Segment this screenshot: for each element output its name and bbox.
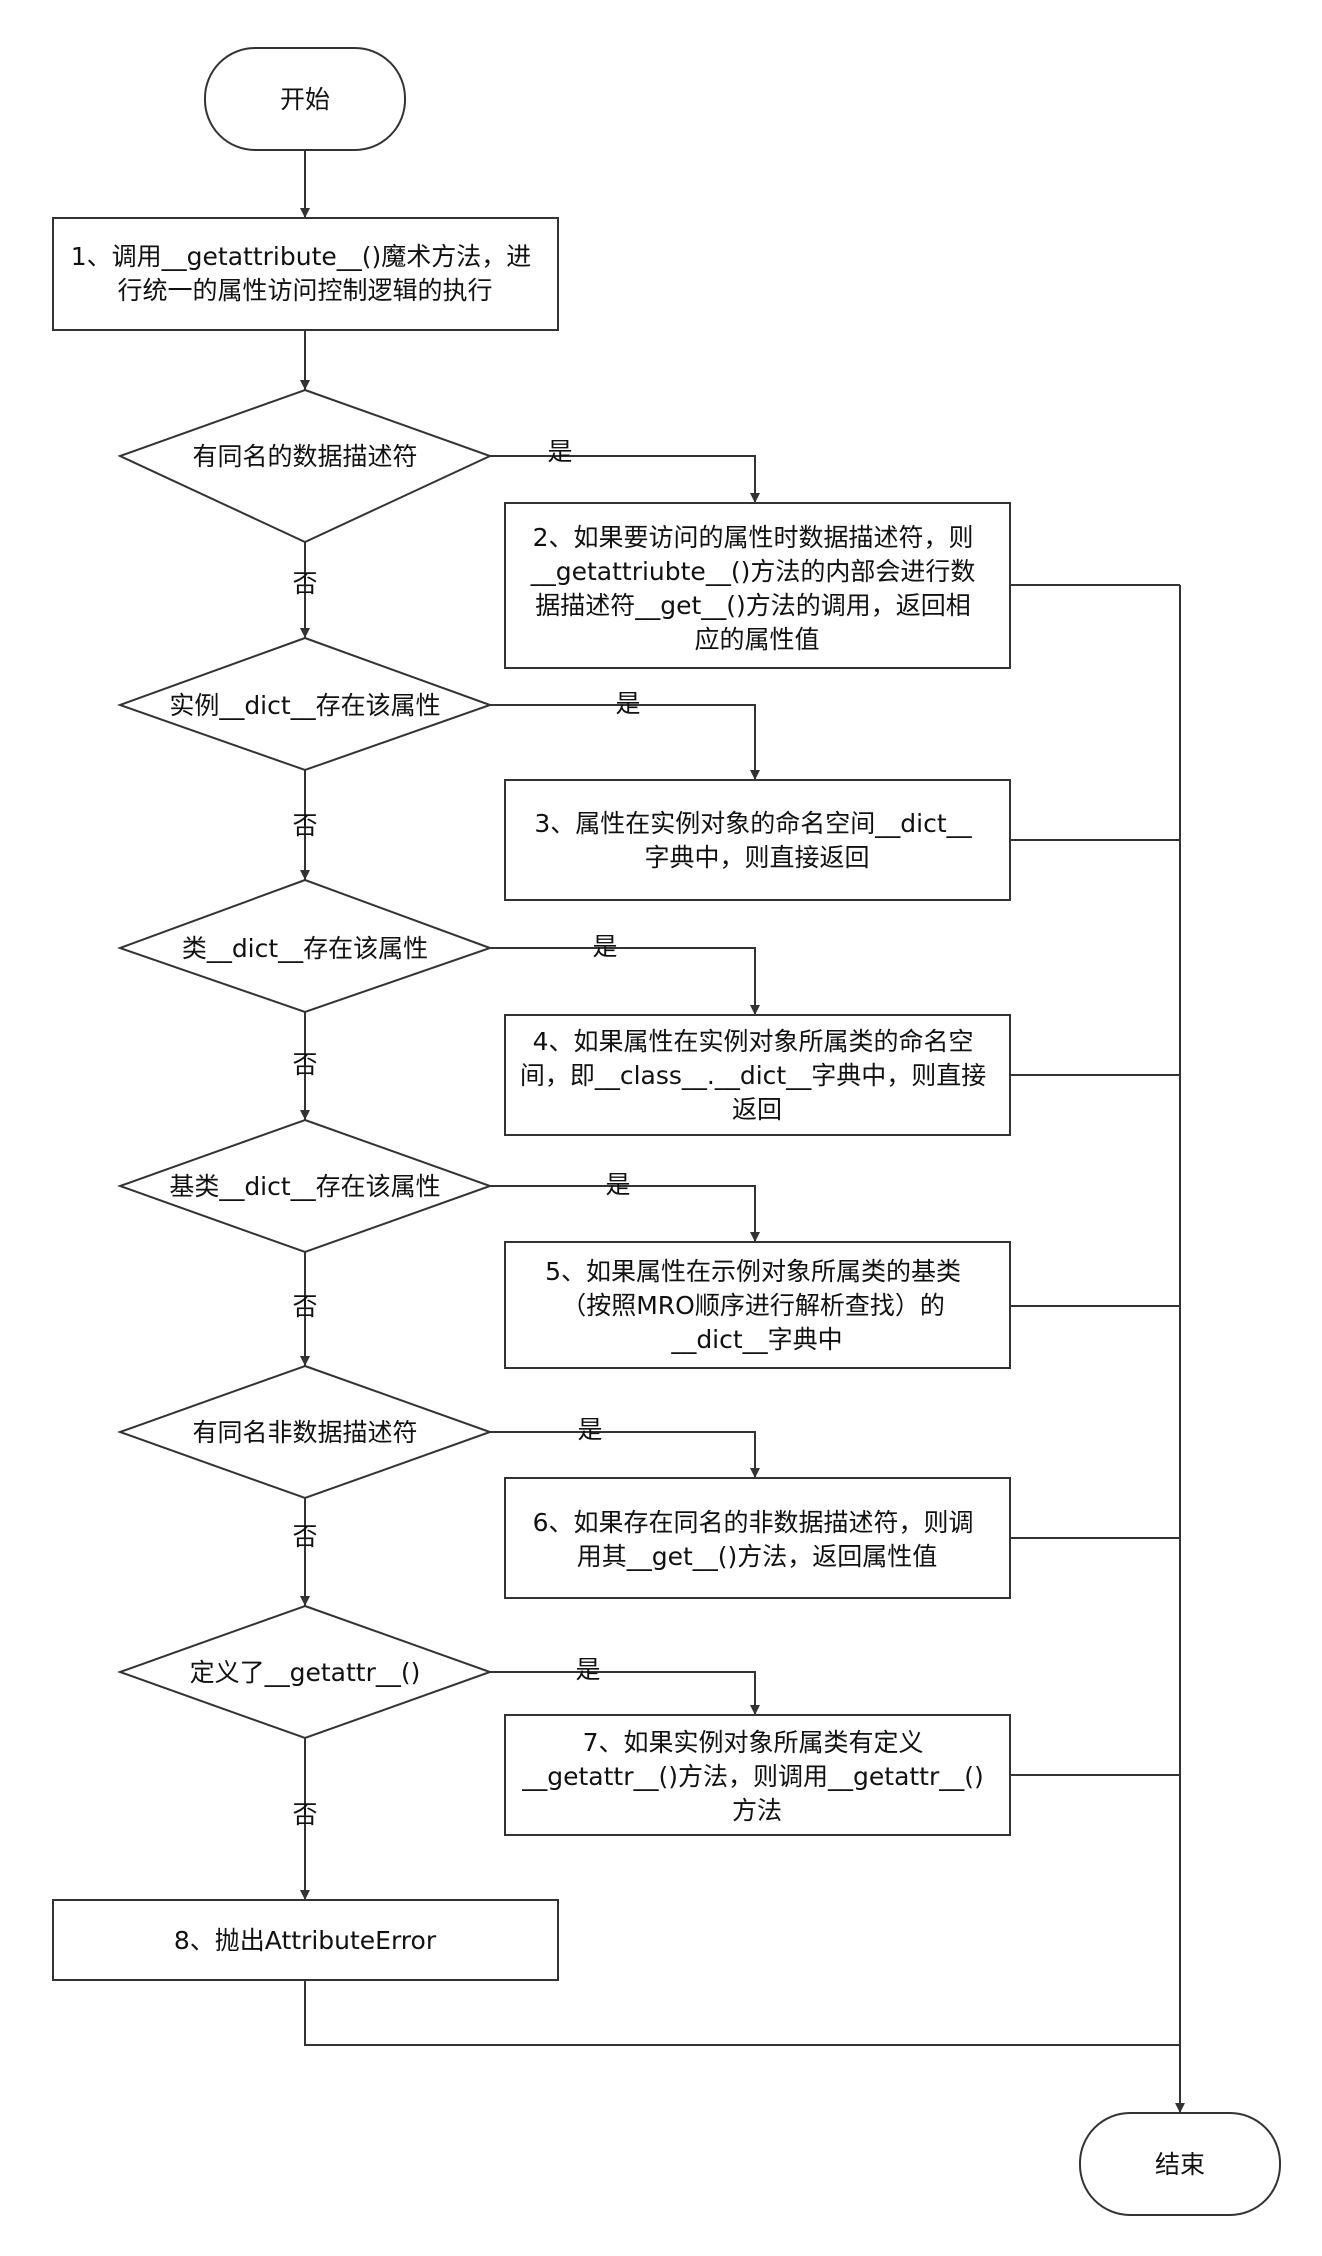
step2-box: 2、如果要访问的属性时数据描述符，则 __getattriubte__()方法的…: [504, 502, 1011, 669]
arrow-d1-yes: [490, 455, 760, 503]
arrow-d4-yes: [490, 1185, 760, 1242]
step4-text: 4、如果属性在实例对象所属类的命名空 间，即__class__.__dict__…: [520, 1027, 994, 1124]
arrow-d6-yes: [490, 1671, 760, 1715]
decision-1-label: 有同名的数据描述符: [192, 442, 417, 471]
step1-box: 1、调用__getattribute__()魔术方法，进 行统一的属性访问控制逻…: [52, 217, 559, 331]
arrow-d2-yes: [490, 704, 760, 780]
no-label-d2: 否: [292, 811, 317, 840]
step2-text: 2、如果要访问的属性时数据描述符，则 __getattriubte__()方法的…: [530, 523, 984, 654]
step4-box: 4、如果属性在实例对象所属类的命名空 间，即__class__.__dict__…: [504, 1014, 1011, 1136]
decision-2-label: 实例__dict__存在该属性: [169, 691, 440, 720]
decision-5: 有同名非数据描述符: [117, 1364, 493, 1500]
no-label-d6: 否: [292, 1800, 317, 1829]
end-node: 结束: [1079, 2112, 1281, 2216]
decision-3: 类__dict__存在该属性: [117, 878, 493, 1014]
yes-label-d2: 是: [615, 689, 640, 718]
step5-box: 5、如果属性在示例对象所属类的基类 （按照MRO顺序进行解析查找）的 __dic…: [504, 1241, 1011, 1369]
no-label-d1: 否: [292, 569, 317, 598]
step7-box: 7、如果实例对象所属类有定义 __getattr__()方法，则调用__geta…: [504, 1714, 1011, 1836]
decision-1: 有同名的数据描述符: [117, 388, 493, 544]
decision-4-label: 基类__dict__存在该属性: [169, 1172, 440, 1201]
edge-labels: 是 是 是 是 是 是 否 否 否 否 否 否: [292, 437, 640, 1829]
yes-label-d6: 是: [575, 1655, 600, 1684]
decision-6-label: 定义了__getattr__(): [190, 1658, 421, 1687]
decision-3-label: 类__dict__存在该属性: [182, 934, 428, 963]
yes-label-d1: 是: [547, 437, 572, 466]
decision-2: 实例__dict__存在该属性: [117, 636, 493, 772]
step8-box: 8、抛出AttributeError: [52, 1899, 559, 1981]
step7-text: 7、如果实例对象所属类有定义 __getattr__()方法，则调用__geta…: [521, 1728, 991, 1825]
connectors: [300, 150, 1185, 2113]
step1-text: 1、调用__getattribute__()魔术方法，进 行统一的属性访问控制逻…: [71, 242, 539, 305]
yes-label-d5: 是: [577, 1415, 602, 1444]
start-label: 开始: [280, 85, 330, 114]
start-node: 开始: [204, 47, 406, 151]
step6-text: 6、如果存在同名的非数据描述符，则调 用其__get__()方法，返回属性值: [533, 1508, 982, 1571]
decision-5-label: 有同名非数据描述符: [192, 1418, 417, 1447]
yes-label-d3: 是: [592, 932, 617, 961]
step8-text: 8、抛出AttributeError: [174, 1926, 437, 1955]
no-label-d4: 否: [292, 1292, 317, 1321]
step6-box: 6、如果存在同名的非数据描述符，则调 用其__get__()方法，返回属性值: [504, 1477, 1011, 1599]
no-label-d5: 否: [292, 1522, 317, 1551]
decision-4: 基类__dict__存在该属性: [117, 1118, 493, 1254]
line-step8-exit: [304, 1980, 1180, 2046]
no-label-d3: 否: [292, 1050, 317, 1079]
arrow-d5-yes: [490, 1431, 760, 1478]
yes-label-d4: 是: [605, 1170, 630, 1199]
arrow-d3-yes: [490, 947, 760, 1015]
step3-text: 3、属性在实例对象的命名空间__dict__ 字典中，则直接返回: [534, 809, 979, 872]
decision-6: 定义了__getattr__(): [117, 1604, 493, 1740]
step3-box: 3、属性在实例对象的命名空间__dict__ 字典中，则直接返回: [504, 779, 1011, 901]
step5-text: 5、如果属性在示例对象所属类的基类 （按照MRO顺序进行解析查找）的 __dic…: [545, 1257, 969, 1354]
end-label: 结束: [1155, 2150, 1205, 2179]
